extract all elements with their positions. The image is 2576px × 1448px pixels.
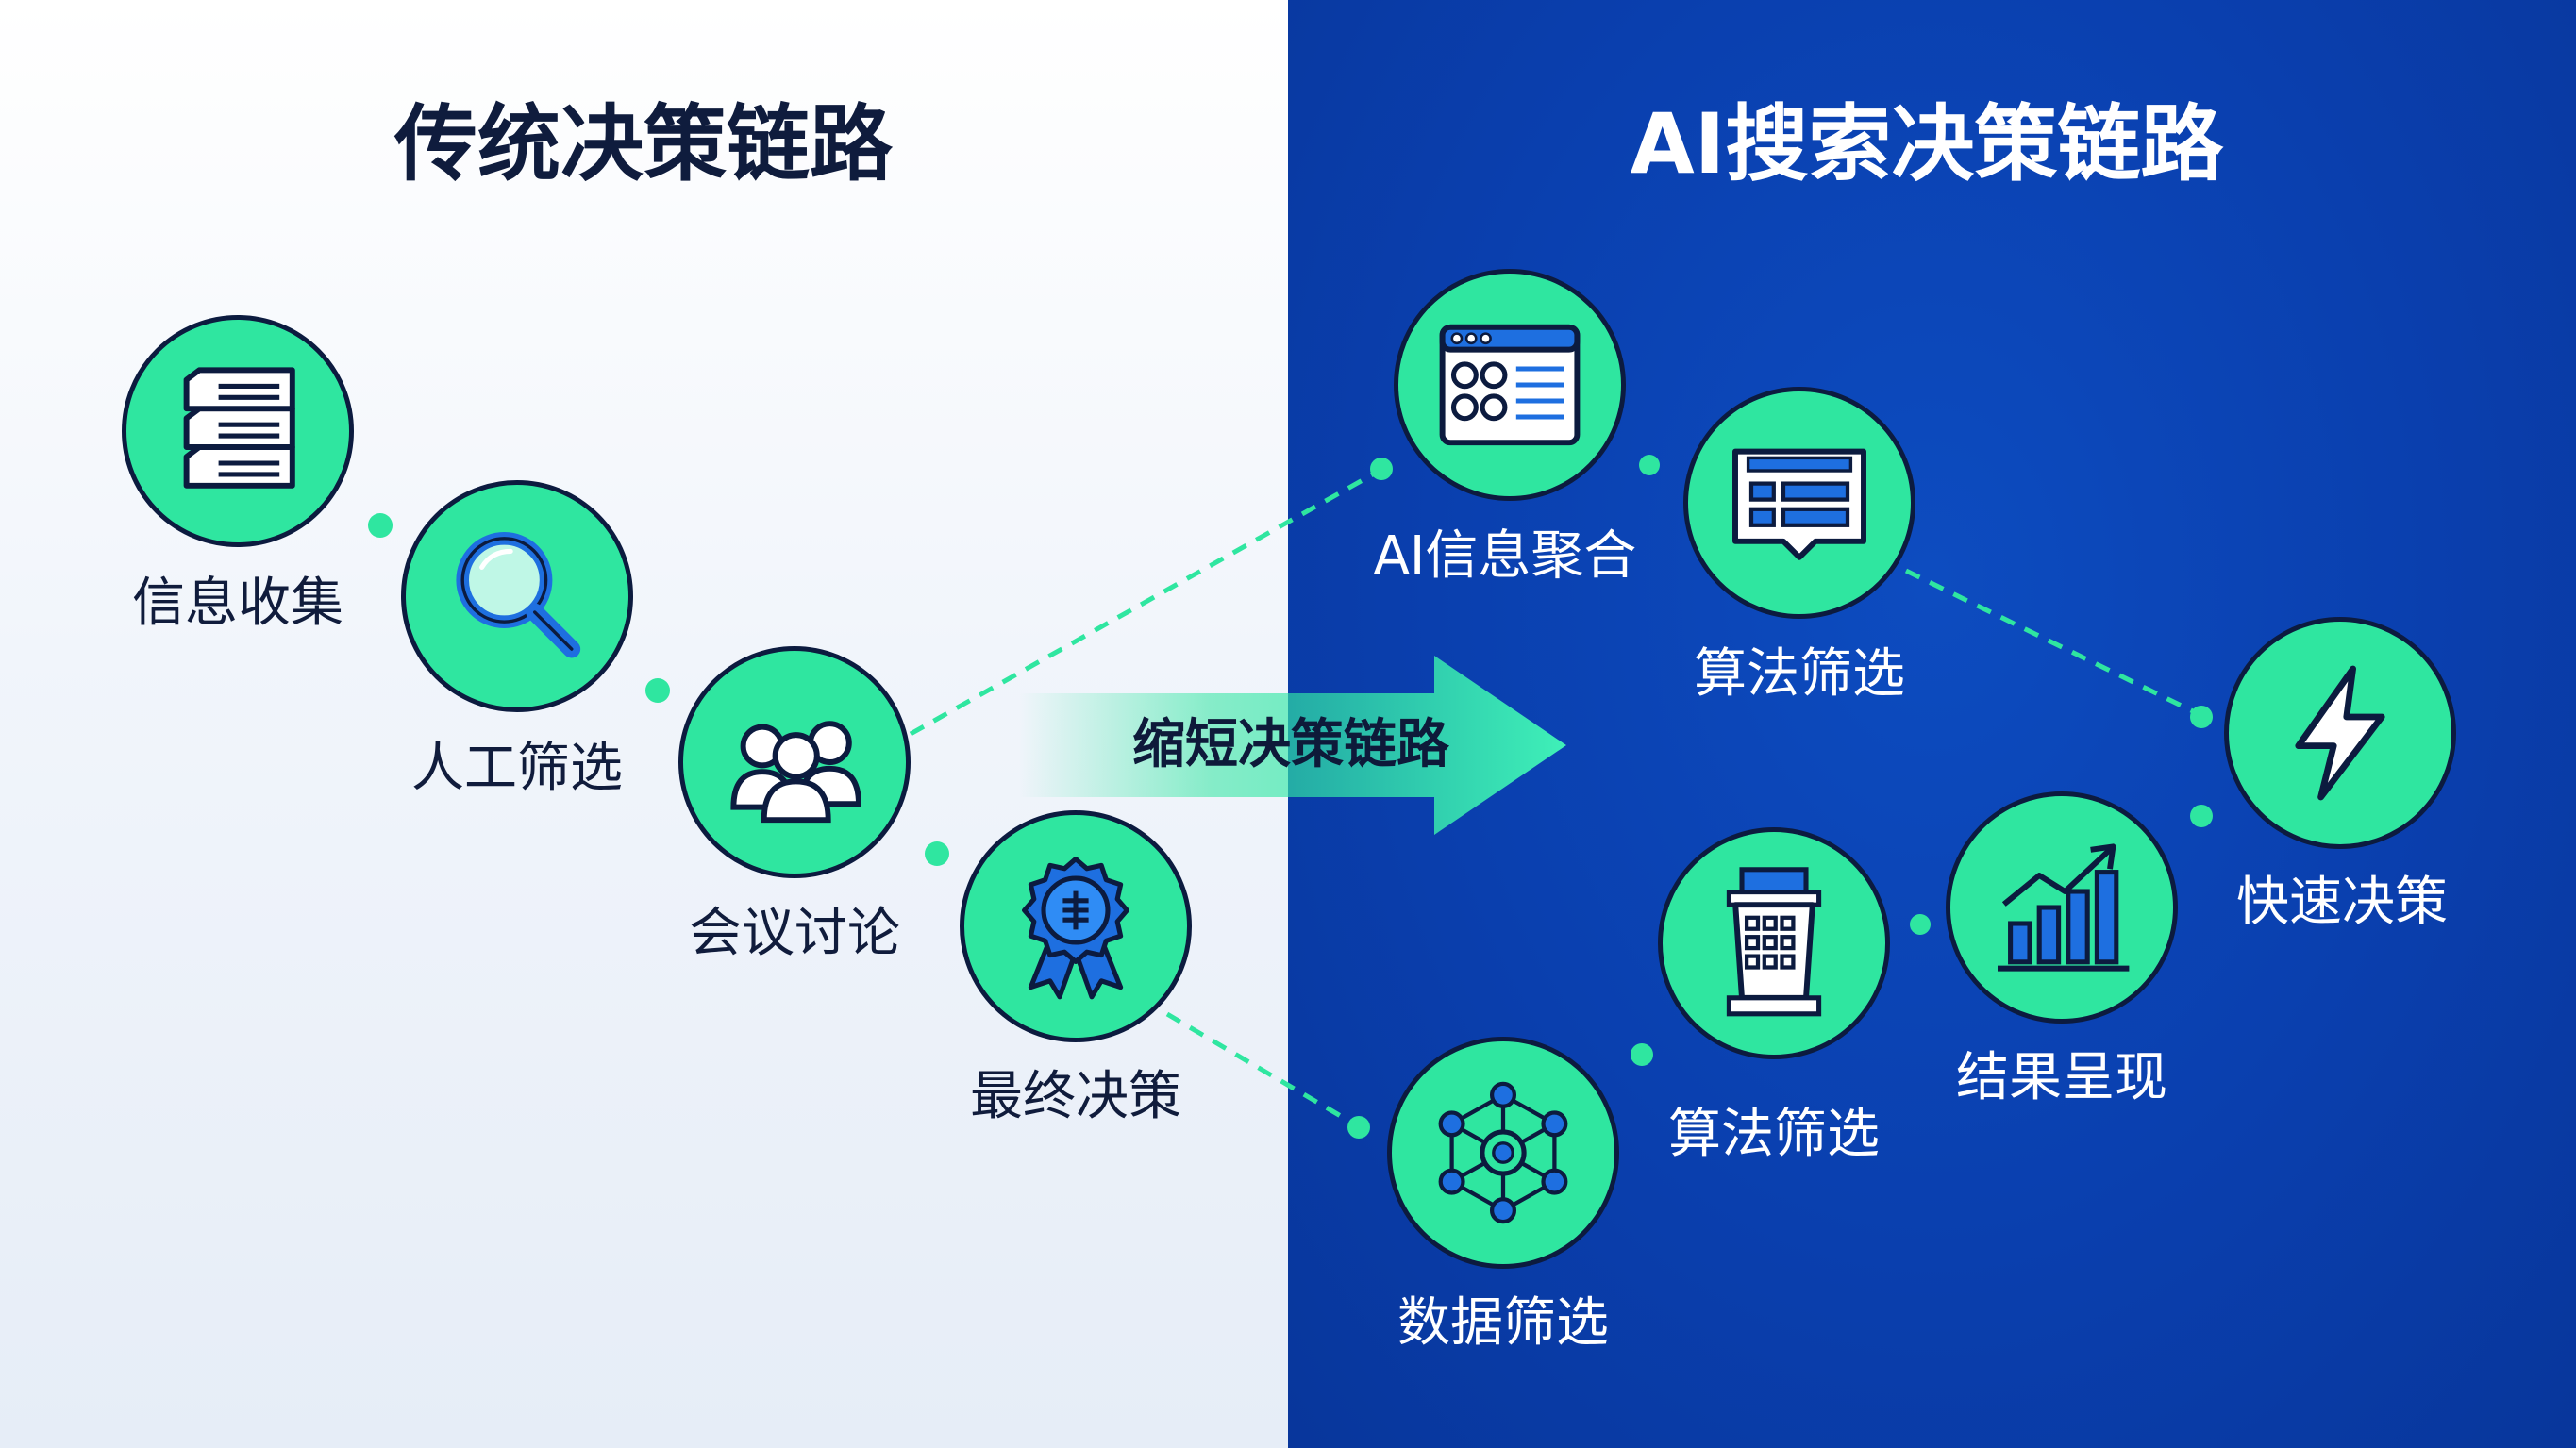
traditional-heading: 传统决策链路	[393, 95, 894, 192]
connector-dot	[1631, 1043, 1653, 1066]
connector-dot	[2190, 805, 2213, 827]
step-aggregate-label: AI信息聚合	[1373, 525, 1637, 587]
step-data-node	[1387, 1037, 1619, 1269]
step-screen-node	[401, 480, 633, 712]
connector-dot	[645, 678, 670, 703]
step-collect-label: 信息收集	[132, 573, 343, 634]
ai-heading: AI搜索决策链路	[1630, 95, 2224, 192]
step-result-node	[1946, 791, 2178, 1024]
step-data-label: 数据筛选	[1397, 1292, 1609, 1354]
connector-line	[1904, 568, 2199, 716]
step-meeting-node	[678, 646, 911, 878]
server-keypad-icon	[1726, 867, 1822, 1017]
connector-line	[1165, 1011, 1357, 1127]
connector-dot	[1910, 914, 1931, 935]
step-meeting-label: 会议讨论	[689, 903, 900, 964]
step-fast-label: 快速决策	[2236, 872, 2448, 933]
step-decision-node	[960, 810, 1192, 1042]
step-screen-label: 人工筛选	[411, 738, 623, 799]
connector-line	[909, 469, 1380, 737]
bar-chart-rising-icon	[1998, 843, 2130, 972]
step-algo-top-node	[1683, 387, 1915, 619]
list-card-icon	[1732, 448, 1866, 560]
step-algo-top-label: 算法筛选	[1694, 643, 1905, 705]
browser-window-icon	[1439, 324, 1581, 446]
connector-dot	[925, 841, 949, 866]
lightning-bolt-icon	[2295, 665, 2385, 801]
connector-dot	[368, 513, 393, 538]
connector-dot	[1639, 455, 1660, 475]
step-result-label: 结果呈现	[1956, 1047, 2167, 1108]
step-aggregate-node	[1394, 269, 1626, 501]
shorten-arrow-label: 缩短决策链路	[1132, 714, 1449, 775]
step-algo-bottom-label: 算法筛选	[1668, 1104, 1880, 1165]
network-node-icon	[1438, 1081, 1568, 1224]
connector-dot	[1370, 458, 1393, 480]
magnifier-icon	[456, 532, 581, 658]
stacked-documents-icon	[183, 367, 295, 489]
step-decision-label: 最终决策	[970, 1066, 1181, 1127]
people-group-icon	[730, 721, 861, 824]
shorten-arrow: 缩短决策链路	[1019, 656, 1566, 835]
step-algo-bottom-node	[1658, 827, 1890, 1059]
step-fast-node	[2224, 617, 2456, 849]
award-ribbon-icon	[1022, 857, 1129, 1000]
step-collect-node	[122, 315, 354, 547]
